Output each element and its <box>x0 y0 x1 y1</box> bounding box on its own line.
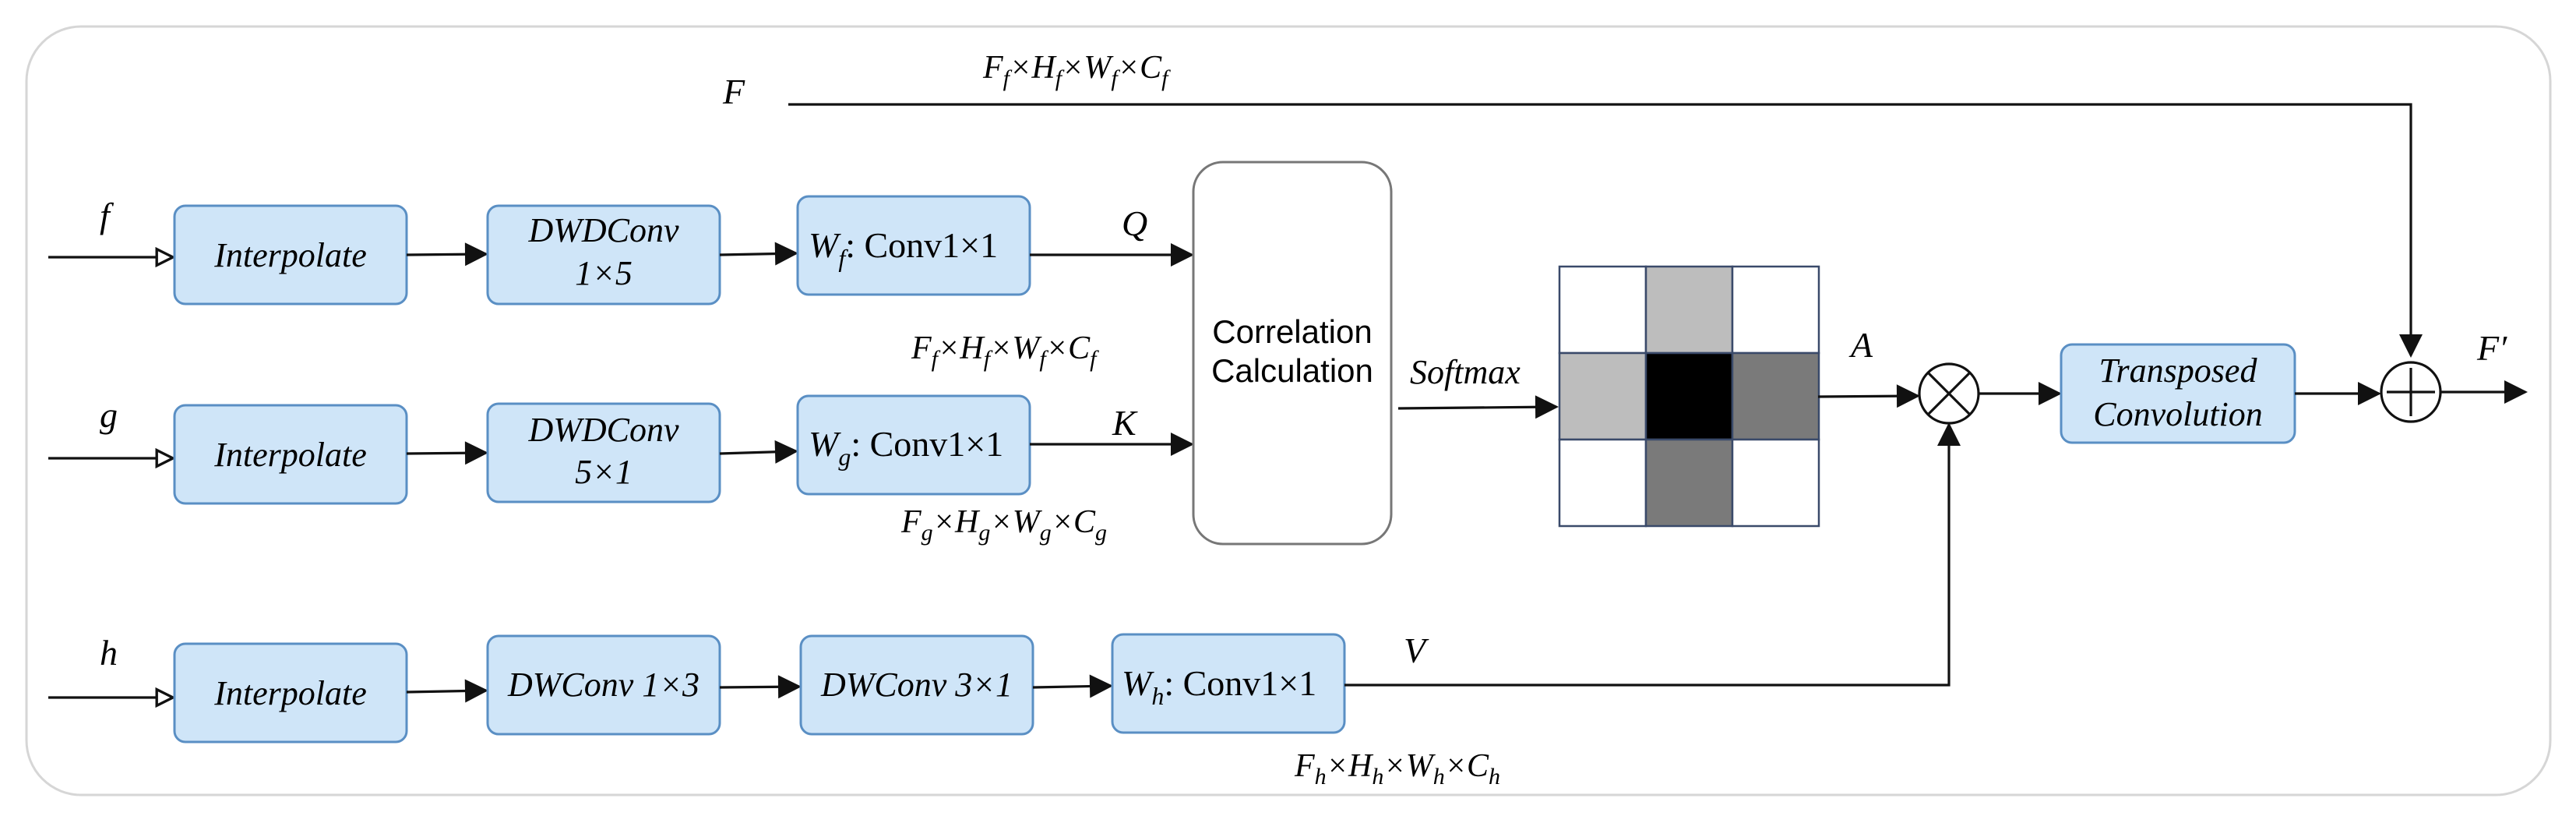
dims-label-h: Fh×Hh×Wh×Ch <box>1294 748 1500 789</box>
transposed-label-1: Transposed <box>2099 351 2258 390</box>
transposed-label-2: Convolution <box>2093 395 2263 433</box>
arrow-softmax <box>1397 395 1559 419</box>
interpolate-box-h <box>173 642 408 744</box>
dwdconv-label-g-1: DWDConv <box>527 411 679 449</box>
arrow-g-1 <box>406 441 488 465</box>
interpolate-label-g: Interpolate <box>213 436 367 474</box>
input-label-h: h <box>100 633 118 673</box>
dwdconv-label-f-1: DWDConv <box>527 211 679 249</box>
skip-connection-F <box>788 103 2423 358</box>
dims-label-g: Fg×Hg×Wg×Cg <box>900 504 1107 546</box>
arrow-f-2 <box>719 242 798 266</box>
label-K: K <box>1112 403 1138 443</box>
dwconv-3x1-box <box>799 634 1034 736</box>
input-label-g: g <box>100 395 118 435</box>
wf-conv-label: Wf: Conv1×1 <box>809 225 998 272</box>
dwconv-3x1-label: DWConv 3×1 <box>820 666 1013 704</box>
attention-cell-1-1 <box>1644 351 1734 441</box>
attention-cell-0-1 <box>1644 265 1734 355</box>
dwconv-1x3-box <box>486 634 721 736</box>
attention-map <box>1558 265 1820 528</box>
interpolate-label-h: Interpolate <box>213 674 367 712</box>
softmax-label: Softmax <box>1410 353 1521 391</box>
attention-cell-2-2 <box>1731 438 1820 528</box>
attention-cell-1-2 <box>1731 351 1820 441</box>
dwdconv-label-g-2: 5×1 <box>575 453 633 491</box>
correlation-label-2: Calculation <box>1211 352 1373 389</box>
dwdconv-label-f-2: 1×5 <box>575 254 633 292</box>
label-V: V <box>1404 630 1429 670</box>
wh-conv-box <box>1111 633 1346 734</box>
interpolate-box-g <box>173 404 408 505</box>
arrow-g-2 <box>719 440 798 464</box>
multiply-icon <box>1926 371 1972 416</box>
attention-cell-2-1 <box>1644 438 1734 528</box>
plus-icon <box>2387 368 2435 416</box>
arrow-A <box>1817 384 1920 408</box>
dims-label-f: Ff×Hf×Wf×Cf <box>911 330 1099 372</box>
attention-cell-2-0 <box>1558 438 1647 528</box>
wh-conv-label: Wh: Conv1×1 <box>1122 663 1316 710</box>
arrow-f-1 <box>406 242 488 267</box>
dims-label-top: Ff×Hf×Wf×Cf <box>982 50 1171 91</box>
interpolate-label-f: Interpolate <box>213 236 367 274</box>
correlation-box <box>1192 161 1393 546</box>
attention-cell-0-0 <box>1558 265 1647 355</box>
input-label-F: F <box>722 72 745 111</box>
arrow-h-1 <box>406 679 488 703</box>
dwconv-1x3-label: DWConv 1×3 <box>507 666 700 704</box>
arrow-h-3 <box>1032 674 1113 698</box>
attention-cell-0-2 <box>1731 265 1820 355</box>
output-label: F′ <box>2476 328 2507 368</box>
attention-cell-1-0 <box>1558 351 1647 441</box>
label-A: A <box>1848 325 1873 365</box>
arrow-V <box>1344 422 1961 687</box>
correlation-label-1: Correlation <box>1212 313 1372 350</box>
label-Q: Q <box>1122 203 1147 243</box>
wf-conv-box <box>796 195 1031 296</box>
wg-conv-label: Wg: Conv1×1 <box>809 424 1003 471</box>
